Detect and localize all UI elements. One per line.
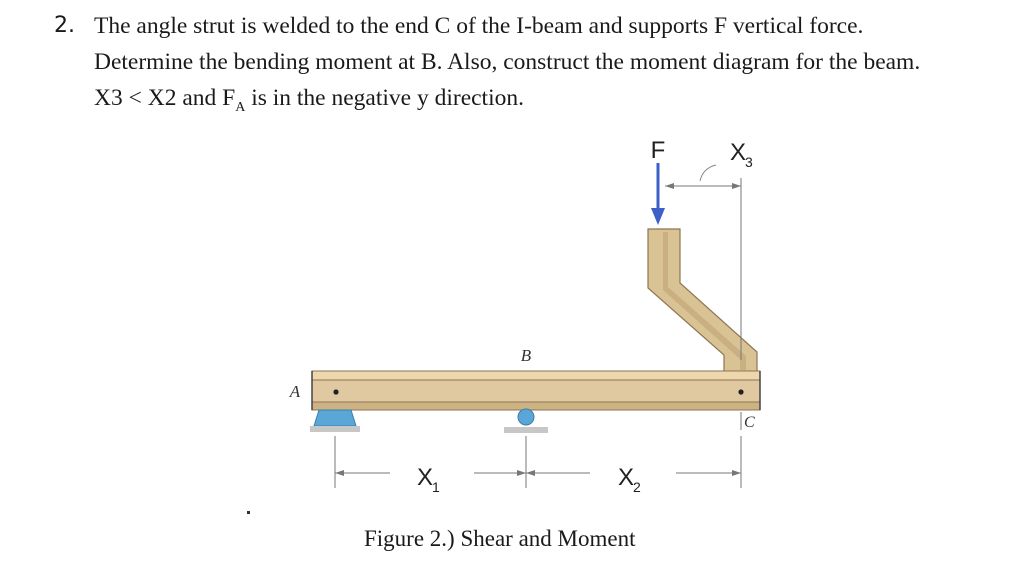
x3-label: X3 xyxy=(730,139,753,170)
problem-line-1: The angle strut is welded to the end C o… xyxy=(94,13,864,39)
x1-arrow-right xyxy=(517,470,526,476)
x1-arrow-left xyxy=(335,470,344,476)
i-beam-top-flange xyxy=(311,370,761,381)
problem-line-3-pre: X3 < X2 and F xyxy=(94,85,236,111)
problem-line-3: X3 < X2 and FA is in the negative y dire… xyxy=(94,80,524,126)
point-a-label: A xyxy=(289,382,301,401)
support-a xyxy=(313,409,357,427)
x2-arrow-left xyxy=(526,470,535,476)
x3-leader xyxy=(699,164,717,182)
support-a-ground xyxy=(310,426,360,432)
x2-label: X2 xyxy=(618,464,641,495)
roller-support-b xyxy=(517,408,535,426)
point-c-label: C xyxy=(744,414,755,431)
x1-label: X1 xyxy=(417,464,440,495)
problem-number: 2. xyxy=(54,13,75,38)
i-beam-bottom-flange xyxy=(311,401,761,411)
support-b-ground xyxy=(504,427,548,433)
point-a-dot xyxy=(333,389,339,395)
angle-strut-shade xyxy=(663,232,746,370)
point-c-dot xyxy=(738,389,744,395)
force-label: F xyxy=(651,137,666,164)
figure-caption: Figure 2.) Shear and Moment xyxy=(364,526,636,551)
i-beam xyxy=(311,379,761,403)
problem-line-3-sub: A xyxy=(235,100,246,115)
problem-line-2: Determine the bending moment at B. Also,… xyxy=(94,49,921,75)
x2-arrow-right xyxy=(732,470,741,476)
x3-arrow-left xyxy=(665,183,674,189)
force-arrow-head xyxy=(651,208,665,225)
problem-line-3-post: is in the negative y direction. xyxy=(245,85,524,111)
x3-arrow-right xyxy=(732,183,741,189)
stray-dot xyxy=(247,511,250,514)
point-b-label: B xyxy=(521,346,532,365)
